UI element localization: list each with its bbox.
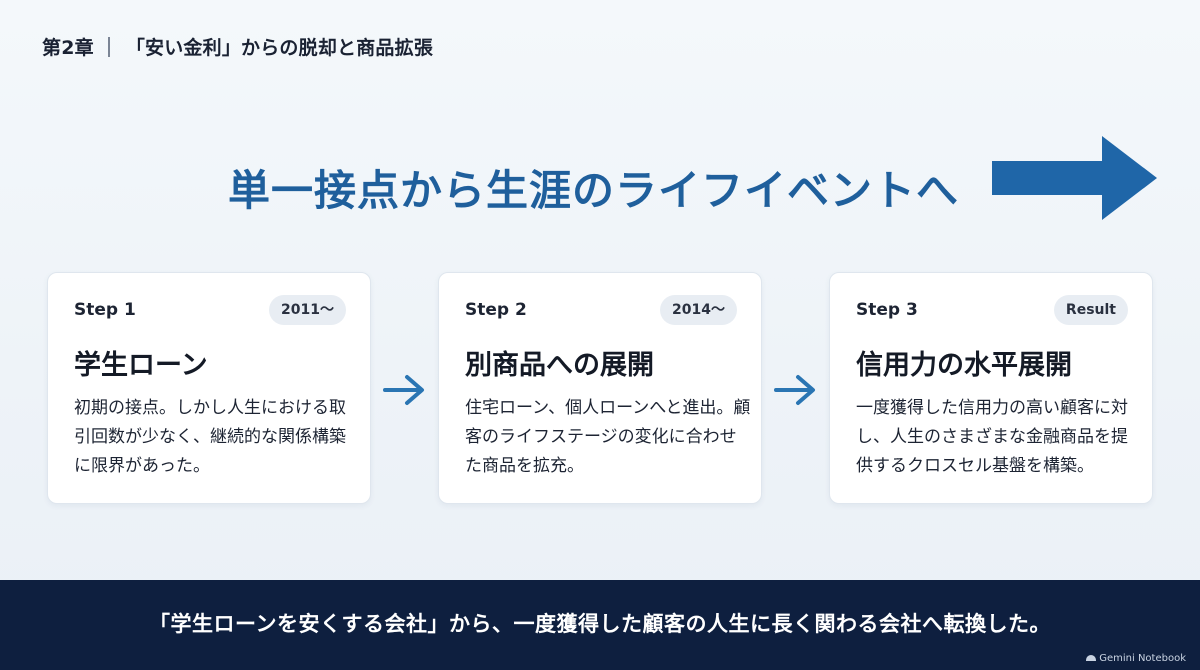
step-label: Step 2 [465, 300, 527, 320]
step-label: Step 1 [74, 300, 136, 320]
chapter-heading: 第2章 「安い金利」からの脱却と商品拡張 [42, 33, 433, 60]
step-description: 住宅ローン、個人ローンへと進出。顧客のライフステージの変化に合わせた商品を拡充。 [465, 398, 751, 476]
right-arrow-icon [383, 375, 424, 405]
chapter-number: 第2章 [42, 37, 94, 59]
watermark-label: Gemini Notebook [1099, 653, 1186, 664]
footer-band: 「学生ローンを安くする会社」から、一度獲得した顧客の人生に長く関わる会社へ転換し… [0, 580, 1200, 670]
watermark: Gemini Notebook [1086, 653, 1186, 664]
step-badge: 2011〜 [269, 295, 346, 325]
footer-summary: 「学生ローンを安くする会社」から、一度獲得した顧客の人生に長く関わる会社へ転換し… [149, 612, 1051, 636]
big-right-arrow-icon [992, 136, 1157, 220]
step-badge: 2014〜 [660, 295, 737, 325]
step-description: 一度獲得した信用力の高い顧客に対し、人生のさまざまな金融商品を提供するクロスセル… [856, 398, 1128, 476]
step-title: 信用力の水平展開 [856, 350, 1072, 381]
step-title: 別商品への展開 [465, 350, 654, 381]
step-card-2: Step 2 2014〜 別商品への展開 住宅ローン、個人ローンへと進出。顧客の… [438, 272, 762, 504]
step-card-1: Step 1 2011〜 学生ローン 初期の接点。しかし人生における取引回数が少… [47, 272, 371, 504]
chapter-title: 「安い金利」からの脱却と商品拡張 [125, 37, 434, 59]
step-label: Step 3 [856, 300, 918, 320]
step-badge: Result [1053, 295, 1128, 325]
chapter-divider [107, 37, 110, 57]
step-card-3: Step 3 Result 信用力の水平展開 一度獲得した信用力の高い顧客に対し… [829, 272, 1153, 504]
step-description: 初期の接点。しかし人生における取引回数が少なく、継続的な関係構築に限界があった。 [74, 398, 346, 476]
right-arrow-icon [774, 375, 815, 405]
gemini-logo-icon [1086, 655, 1097, 661]
step-title: 学生ローン [74, 350, 208, 381]
headline: 単一接点から生涯のライフイベントへ [228, 166, 960, 215]
